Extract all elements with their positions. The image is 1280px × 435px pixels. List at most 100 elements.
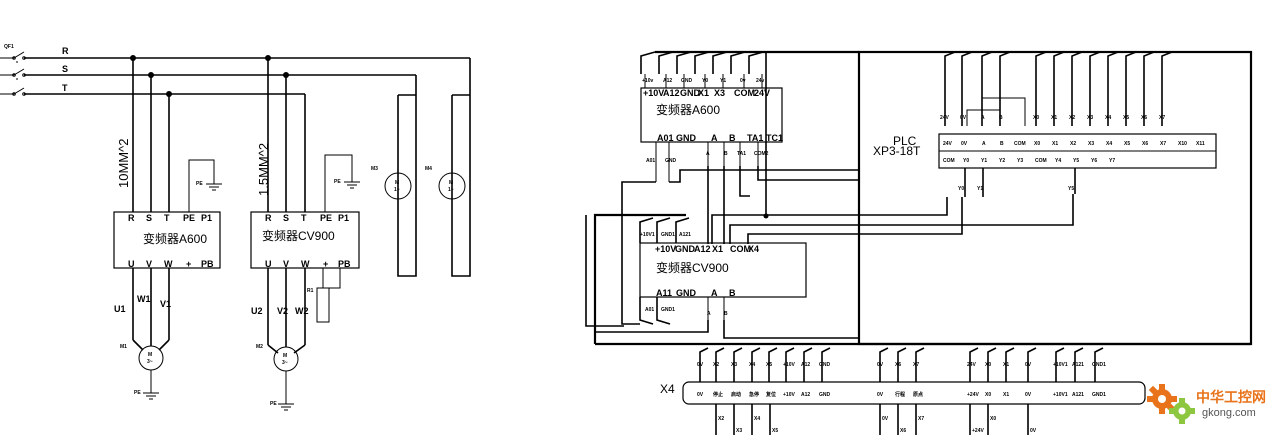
svg-text:U: U	[265, 259, 272, 269]
svg-text:A: A	[706, 151, 710, 157]
svg-text:P1: P1	[201, 213, 212, 223]
svg-text:B: B	[999, 115, 1003, 121]
svg-text:24v: 24v	[756, 78, 765, 84]
cable-size-b: 1.5MM^2	[256, 143, 271, 196]
svg-text:W2: W2	[295, 306, 309, 316]
svg-text:PE: PE	[183, 213, 195, 223]
svg-text:TA1: TA1	[737, 151, 746, 157]
terminal-strip-label: X4	[660, 382, 675, 396]
svg-text:X4: X4	[1106, 141, 1112, 147]
svg-text:24V: 24V	[754, 88, 770, 98]
svg-text:W: W	[301, 259, 310, 269]
svg-text:P1: P1	[338, 213, 349, 223]
svg-text:Y3: Y3	[1017, 158, 1023, 164]
x4-top-terminal	[768, 347, 778, 382]
svg-text:X1: X1	[1052, 141, 1058, 147]
x4-top-label: A121	[1072, 362, 1084, 368]
inverter-cv900-control: +10V GND A12 X1 COM X4 变频器CV900 A11 GND …	[639, 242, 807, 298]
x4-top-label: X1	[1003, 362, 1009, 368]
x4-top-label: X3	[731, 362, 737, 368]
svg-text:X11: X11	[1196, 141, 1205, 147]
x4-top-terminal	[733, 347, 743, 382]
x4-middle-label: A121	[1072, 392, 1084, 398]
svg-text:GND1: GND1	[661, 307, 675, 313]
a600-bottom-terminals: A01 GND A B TA1 COM2	[646, 142, 769, 182]
x4-top-terminal	[987, 347, 997, 382]
x4-top-label: 24V	[967, 362, 977, 368]
svg-text:S: S	[283, 213, 289, 223]
x4-top-label: X5	[766, 362, 772, 368]
svg-text:X5: X5	[1124, 141, 1130, 147]
svg-text:X7: X7	[1160, 141, 1166, 147]
pe-label-a: PE	[196, 181, 203, 187]
x4-bottom-label: X5	[772, 428, 778, 434]
svg-text:COM: COM	[1035, 158, 1047, 164]
x4-top-terminal	[751, 347, 761, 382]
x4-middle-label: 行程	[894, 391, 905, 398]
svg-text:X3: X3	[1087, 115, 1093, 121]
x4-bottom-label: X3	[736, 428, 742, 434]
svg-text:+10V: +10V	[643, 88, 664, 98]
svg-text:X6: X6	[1142, 141, 1148, 147]
svg-text:A: A	[707, 311, 711, 317]
x4-bottom-label: +24V	[972, 428, 984, 434]
svg-text:Y0: Y0	[963, 158, 969, 164]
svg-text:0v: 0v	[740, 78, 746, 84]
watermark-logo: 中华工控网 gkong.com	[1144, 381, 1272, 427]
svg-text:V: V	[283, 259, 289, 269]
svg-text:X3: X3	[1088, 141, 1094, 147]
x4-top-label: X6	[895, 362, 901, 368]
x4-top-terminal	[821, 347, 831, 382]
cv900-bottom-terminals: A01 GND1 A B	[639, 297, 728, 325]
svg-text:M: M	[148, 352, 152, 358]
x4-bottom-label: X0	[990, 416, 996, 422]
svg-text:3~: 3~	[282, 360, 288, 366]
cv900-control-label: 变频器CV900	[656, 260, 729, 275]
x4-middle-label: 原点	[913, 391, 923, 398]
svg-text:3~: 3~	[147, 359, 153, 365]
svg-text:V2: V2	[277, 306, 288, 316]
svg-text:24V: 24V	[943, 141, 953, 147]
svg-text:A121: A121	[679, 232, 691, 238]
brake-resistor-r1: R1	[307, 268, 341, 323]
svg-text:V1: V1	[160, 299, 171, 309]
svg-text:W: W	[164, 259, 173, 269]
watermark-url: gkong.com	[1202, 407, 1256, 419]
motor-m1: M 3~ M1 PE	[120, 344, 164, 400]
svg-text:0V: 0V	[960, 115, 967, 121]
svg-text:Y6: Y6	[1091, 158, 1097, 164]
breaker-label: QF1	[4, 44, 14, 50]
x4-middle-label: X0	[985, 392, 991, 398]
x4-middle-label: 急停	[749, 391, 759, 398]
breaker-qf1	[0, 51, 26, 96]
inverter-cv900-power: R S T PE P1 变频器CV900 U V W + PB	[250, 211, 360, 269]
inverter-cv900-label: 变频器CV900	[262, 228, 335, 243]
a600-control-label: 变频器A600	[656, 102, 720, 117]
cable-size-a: 10MM^2	[116, 139, 131, 188]
svg-text:M2: M2	[256, 344, 263, 350]
svg-text:X1: X1	[698, 88, 709, 98]
svg-text:W1: W1	[137, 294, 151, 304]
plc-enclosure	[857, 50, 1253, 346]
svg-text:Y5: Y5	[1073, 158, 1079, 164]
x4-middle-label: 停止	[713, 391, 723, 398]
x4-top-label: +10V	[783, 362, 795, 368]
svg-text:COM: COM	[734, 88, 755, 98]
svg-text:M3: M3	[371, 166, 378, 172]
x4-top-terminal	[915, 347, 925, 382]
svg-text:A: A	[711, 133, 718, 143]
power-circuit: QF1 R S T 10MM^2	[0, 44, 471, 411]
svg-text:A12: A12	[663, 78, 672, 84]
svg-text:+10v: +10v	[642, 78, 653, 84]
x4-top-label: +10V1	[1053, 362, 1068, 368]
x4-middle-label: 复位	[765, 391, 776, 398]
svg-text:1~: 1~	[448, 187, 454, 193]
svg-text:GND: GND	[675, 244, 696, 254]
svg-text:COM: COM	[943, 158, 955, 164]
x4-top-terminal	[1005, 347, 1015, 382]
svg-text:A12: A12	[694, 244, 711, 254]
x4-bottom-label: X6	[900, 428, 906, 434]
motor-m2: M 3~ M2 PE	[256, 344, 299, 411]
svg-text:B: B	[729, 288, 736, 298]
